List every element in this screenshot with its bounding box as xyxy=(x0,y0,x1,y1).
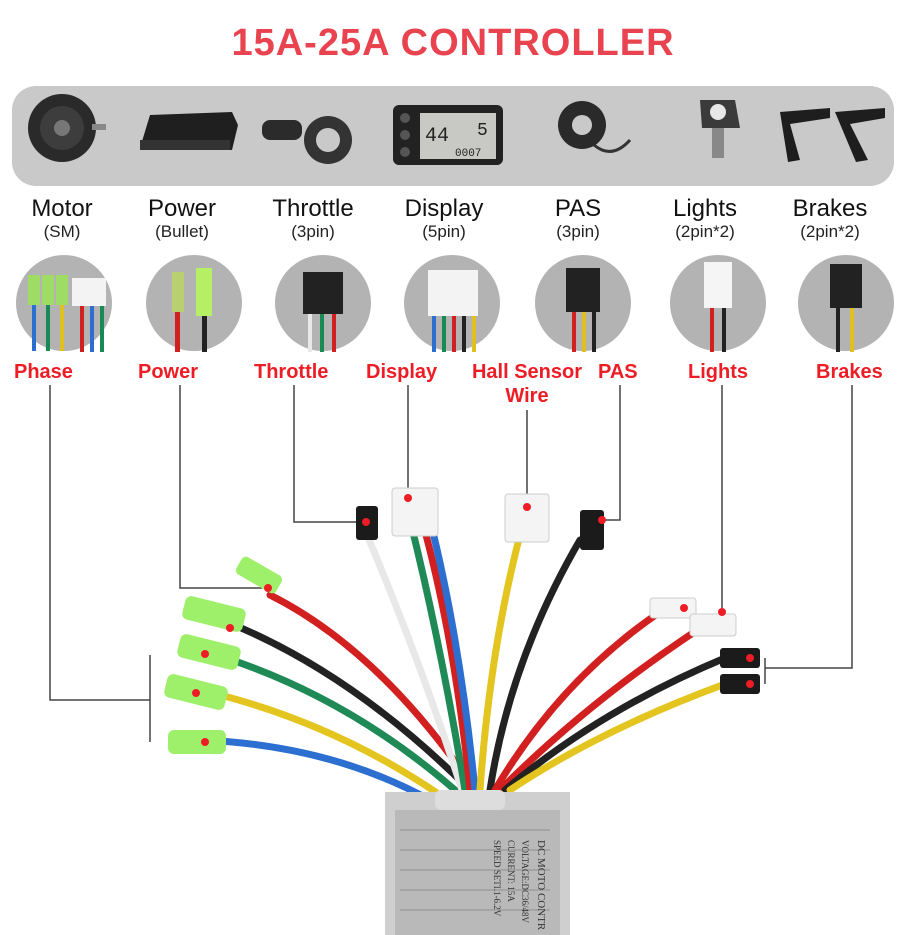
component-motor: Motor (SM) xyxy=(31,195,93,242)
pas-connector-icon xyxy=(535,255,631,352)
label-lights: Lights xyxy=(688,361,748,383)
pas-sensor-icon xyxy=(558,101,632,153)
component-pas: PAS (3pin) xyxy=(554,195,602,242)
headlight-icon xyxy=(700,100,740,158)
hub-motor-icon xyxy=(28,94,106,162)
display-connector-icon xyxy=(404,255,500,352)
component-brakes: Brakes (2pin*2) xyxy=(792,195,868,242)
label-phase: Phase xyxy=(14,361,73,383)
component-throttle: Throttle (3pin) xyxy=(272,195,354,242)
label-brakes: Brakes xyxy=(816,361,883,383)
throttle-icon xyxy=(262,116,352,164)
controller-label-4: SPEED SETI.1-6.2V xyxy=(492,840,502,917)
component-display: Display (5pin) xyxy=(404,195,484,242)
controller-label-3: CURRENT: 15A xyxy=(506,840,516,902)
brake-lever-icon xyxy=(780,108,885,162)
label-throttle: Throttle xyxy=(254,361,329,383)
lights-connector-icon xyxy=(670,255,766,352)
throttle-connector-icon xyxy=(275,255,371,352)
display-odo: 0007 xyxy=(455,148,481,160)
controller-box: DC MOTO CONTR VOLTAGE:DC36/48V CURRENT: … xyxy=(385,790,570,935)
label-pas: PAS xyxy=(598,361,638,383)
component-power: Power (Bullet) xyxy=(147,195,217,242)
label-power: Power xyxy=(138,361,199,383)
brakes-connector-icon xyxy=(798,255,894,352)
label-hall-sensor-wire: Hall Sensor Wire xyxy=(471,361,583,407)
label-display: Display xyxy=(366,361,438,383)
controller-label-2: VOLTAGE:DC36/48V xyxy=(520,840,530,923)
lcd-display-icon: 44 5 0007 xyxy=(393,105,503,165)
power-connector-icon xyxy=(146,255,242,352)
phase-bullet-connectors xyxy=(164,556,283,754)
display-gear: 5 xyxy=(477,121,488,141)
battery-icon xyxy=(140,112,238,150)
display-speed: 44 xyxy=(425,125,449,148)
controller-label-1: DC MOTO CONTR xyxy=(535,840,547,931)
component-lights: Lights (2pin*2) xyxy=(672,195,738,242)
signal-connectors xyxy=(356,487,760,694)
page-title: 15A-25A CONTROLLER xyxy=(231,22,675,64)
phase-connector-icon xyxy=(16,255,112,352)
